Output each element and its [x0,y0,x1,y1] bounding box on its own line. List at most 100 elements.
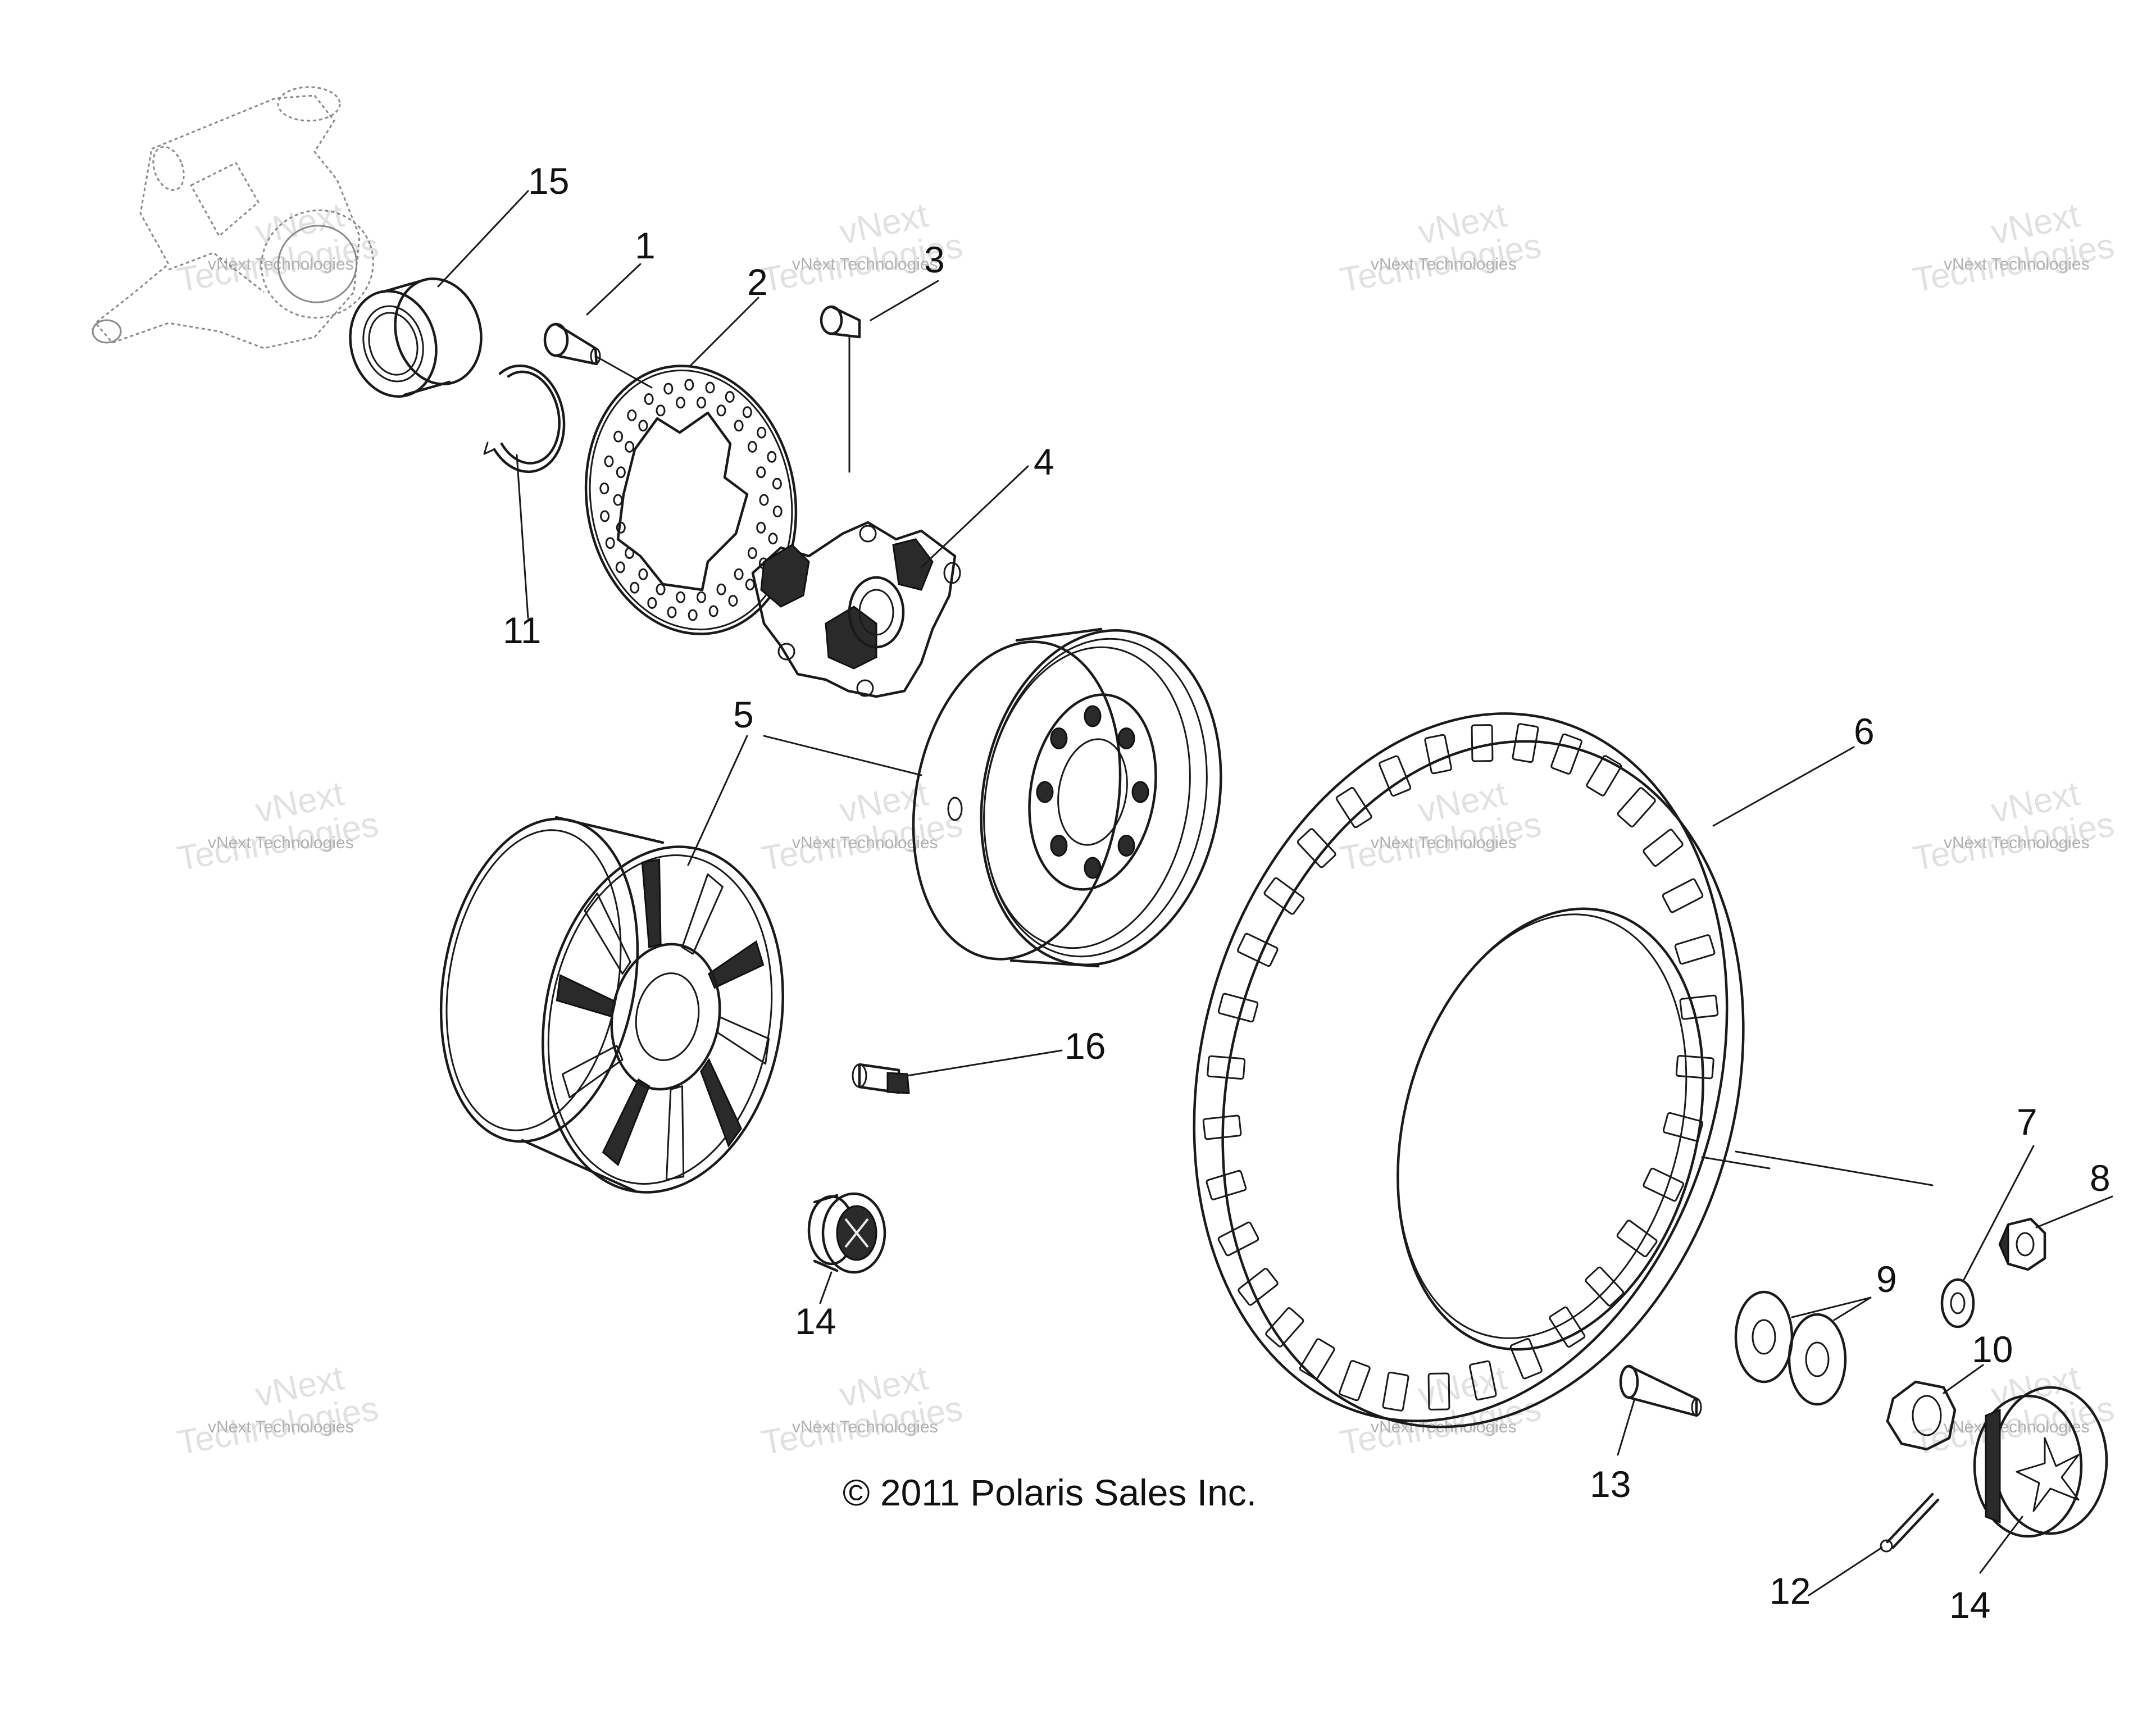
vent-hole [734,420,744,432]
spoke [708,940,765,989]
tread-block [1206,1170,1247,1200]
callout-11: 11 [503,609,542,651]
tread-block [1512,723,1539,763]
wheel-bearing [349,277,483,398]
steering-knuckle [92,86,374,349]
tread-block [1674,934,1716,965]
lug-nut-cap [1973,1386,2108,1538]
brake-disc-bolt [543,322,601,366]
vent-hole [616,521,626,534]
disc-vent-holes [599,379,783,621]
callout-10: 10 [1972,1328,2013,1370]
tread-block [1675,1054,1714,1080]
tread-block [1265,1307,1304,1348]
watermark-line1: vNext Technologies [1371,255,1517,274]
cast-wheel [439,816,784,1194]
vent-hole [613,494,623,506]
spoke [717,1016,770,1065]
tread-block [1424,734,1453,775]
tire [1193,712,1745,1428]
vent-hole [728,595,738,607]
callout-16: 16 [1065,1025,1106,1067]
tread-block [1335,786,1372,829]
tread-block [1643,1167,1685,1202]
vent-hole [656,404,666,417]
watermark-line1: vNext Technologies [792,255,938,274]
vent-hole [600,510,610,522]
tread-block [1299,1338,1335,1380]
callout-12: 12 [1770,1570,1811,1612]
tread-block [1616,1220,1658,1258]
tread-block [1427,1372,1450,1411]
hub-bolt [820,305,861,473]
tread-block [1339,1360,1371,1402]
tread-block [1238,1268,1279,1306]
copyright-notice: © 2011 Polaris Sales Inc. [843,1472,1257,1513]
tread-block [1263,877,1305,915]
brake-disc [584,365,798,635]
vent-hole [676,397,685,409]
callout-3: 3 [924,239,945,280]
tread-block [1468,1360,1497,1401]
vent-hole [716,583,726,595]
tread-block [1679,994,1719,1020]
bolt-hole [1084,857,1102,879]
vent-hole [638,568,648,580]
callout-8: 8 [2090,1157,2110,1199]
callout-1: 1 [635,225,656,266]
vent-hole [697,591,706,603]
watermark-line1: vNext Technologies [1371,834,1517,852]
vent-hole [747,547,757,559]
vent-hole [605,537,615,549]
watermark-line1: vNext Technologies [1944,1418,2090,1436]
tread-block [1471,724,1494,762]
spoke [602,1078,651,1167]
tread-block [1382,1371,1409,1412]
bolt-hole [1084,705,1102,727]
bolt [1619,1364,1702,1417]
hub-cap [807,1192,886,1274]
vent-hole [625,547,635,559]
bolt-hole [1050,835,1068,857]
vent-hole [772,477,782,490]
callout-7: 7 [2017,1101,2037,1143]
vent-hole [604,455,614,467]
bolt-hole [1131,781,1149,803]
callout-6: 6 [1854,711,1875,752]
vent-hole [667,606,677,618]
vent-hole [767,451,777,463]
spoke [584,892,631,975]
callout-labels: 1 2 3 4 5 6 7 8 9 10 11 12 13 14 14 15 1… [503,160,2110,1626]
callout-5: 5 [733,694,754,735]
callout-4: 4 [1034,441,1054,483]
vent-hole [627,409,637,421]
spoke [641,858,662,949]
vent-hole [656,583,666,595]
vent-hole [708,605,718,617]
spoke [700,1058,742,1148]
vent-hole [663,383,674,395]
tread-block [1549,1306,1586,1348]
spoke [681,873,724,955]
bolt-hole [1036,781,1054,803]
callout-14-right: 14 [1949,1584,1990,1626]
tread-block [1662,878,1704,913]
watermark-line1: vNext Technologies [1944,834,2090,852]
spindle-nut [1886,1380,1957,1451]
vent-hole [756,466,766,479]
tread-block [1509,1337,1543,1380]
tread-block [1617,787,1656,827]
watermark-line1: vNext Technologies [792,1418,938,1436]
tread-block [1297,828,1336,868]
bolt-hole [1117,835,1135,857]
vent-hole [647,597,657,609]
